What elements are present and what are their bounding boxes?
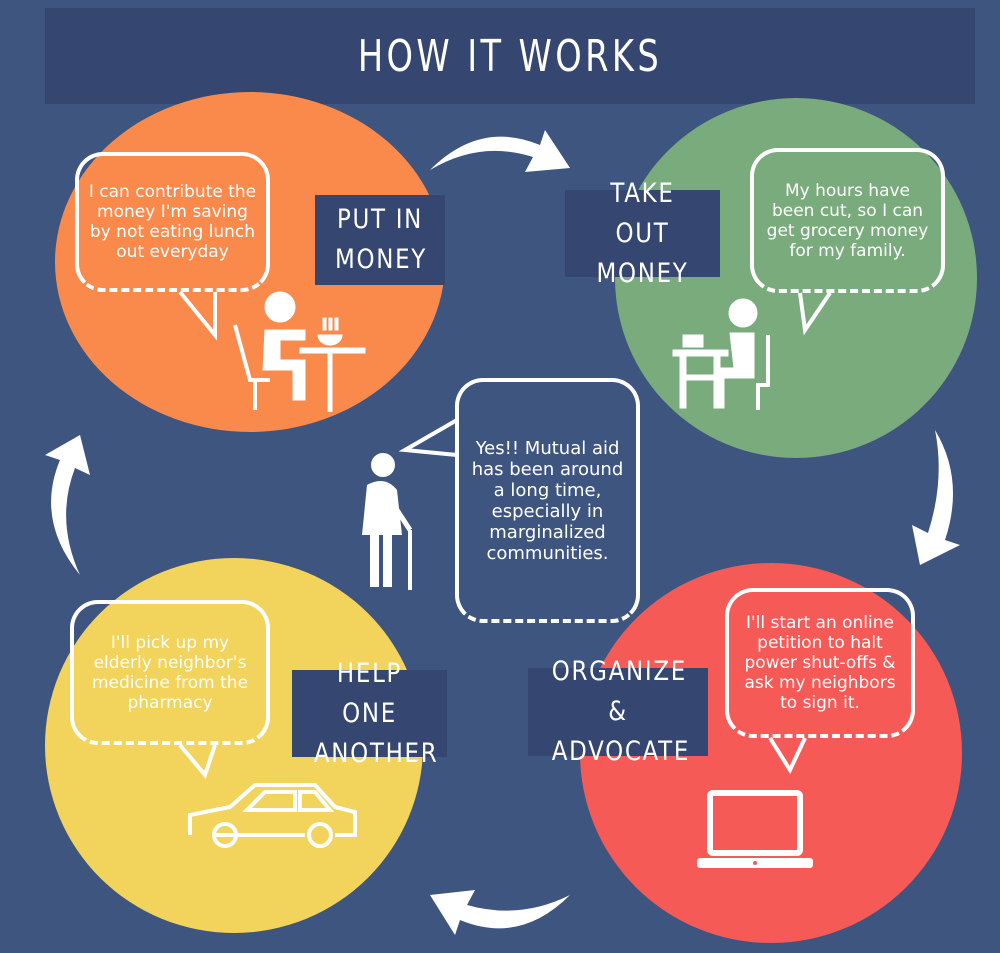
person-at-desk-icon <box>672 298 770 410</box>
label-take-out-money: TAKE OUT MONEY <box>565 178 720 289</box>
car-icon <box>188 783 357 848</box>
quote-bubble-organize: I'll start an online petition to halt po… <box>725 588 915 738</box>
label-line: ANOTHER <box>313 737 439 769</box>
title-bar: HOW IT WORKS <box>45 8 975 104</box>
elderly-person-icon <box>362 453 413 590</box>
person-eating-icon <box>233 291 366 412</box>
quote-bubble-put-in: I can contribute the money I'm saving by… <box>75 152 270 292</box>
arrow-down-icon <box>912 430 960 565</box>
label-line: MONEY <box>596 257 689 289</box>
quote-bubble-center: Yes!! Mutual aid has been around a long … <box>455 378 640 623</box>
label-line: MONEY <box>334 244 428 275</box>
label-put-in-money: PUT IN MONEY <box>315 195 445 285</box>
arrow-right-icon <box>430 130 570 172</box>
label-line: HELP ONE <box>336 657 403 729</box>
page-title: HOW IT WORKS <box>357 30 663 82</box>
quote-bubble-take-out: My hours have been cut, so I can get gro… <box>750 148 945 293</box>
take-out-money-circle <box>615 98 977 458</box>
label-help-one-another: HELP ONE ANOTHER <box>292 658 447 769</box>
label-line: ORGANIZE & <box>551 656 687 727</box>
label-line: ADVOCATE <box>551 736 691 767</box>
label-organize-advocate: ORGANIZE & ADVOCATE <box>528 656 708 767</box>
quote-bubble-help: I'll pick up my elderly neighbor's medic… <box>70 600 270 745</box>
arrow-left-icon <box>430 890 570 935</box>
label-line: PUT IN <box>336 204 424 235</box>
arrow-up-icon <box>45 435 90 575</box>
laptop-icon <box>697 790 813 868</box>
label-line: TAKE OUT <box>610 177 675 249</box>
